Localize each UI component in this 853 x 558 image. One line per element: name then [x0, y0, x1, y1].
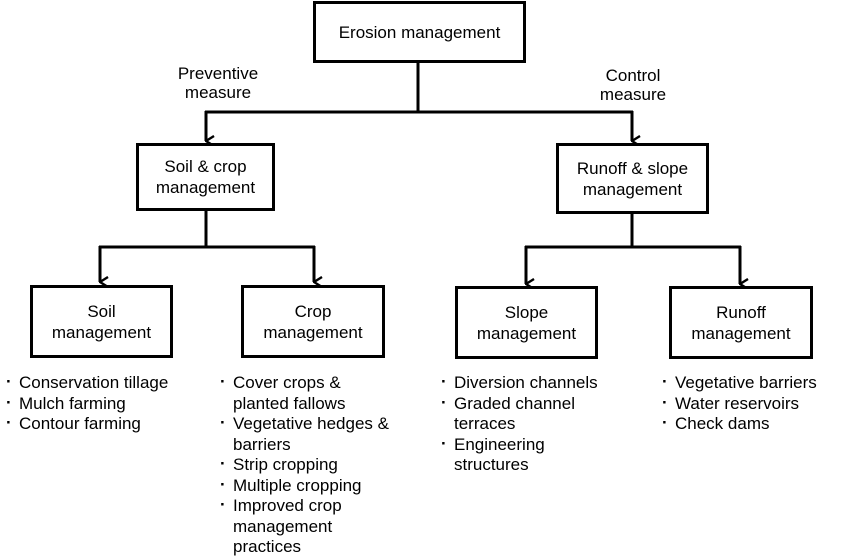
list-item: Vegetative barriers	[662, 372, 852, 394]
node-crop-management: Crop management	[241, 285, 385, 358]
edge-label-preventive: Preventive measure	[177, 64, 259, 102]
list-item: Strip cropping	[220, 454, 415, 476]
list-item: Cover crops & planted fallows	[220, 372, 383, 414]
list-item: Engineering structures	[441, 434, 589, 476]
list-slope-management: Diversion channels Graded channel terrac…	[441, 372, 646, 476]
list-item: Improved crop management practices	[220, 495, 383, 558]
node-slope-management: Slope management	[455, 286, 598, 359]
list-item: Check dams	[662, 413, 852, 435]
list-item: Mulch farming	[6, 393, 211, 415]
list-item: Multiple cropping	[220, 475, 415, 497]
edge-label-control: Control measure	[599, 66, 667, 104]
list-soil-management: Conservation tillage Mulch farming Conto…	[6, 372, 211, 435]
list-item: Diversion channels	[441, 372, 646, 394]
node-erosion-management: Erosion management	[313, 1, 526, 63]
list-runoff-management: Vegetative barriers Water reservoirs Che…	[662, 372, 852, 435]
node-soil-crop-management: Soil & crop management	[136, 143, 275, 211]
list-item: Graded channel terraces	[441, 393, 619, 435]
list-item: Conservation tillage	[6, 372, 211, 394]
list-item: Contour farming	[6, 413, 211, 435]
list-crop-management: Cover crops & planted fallows Vegetative…	[220, 372, 418, 558]
list-item: Water reservoirs	[662, 393, 852, 415]
list-item: Vegetative hedges & barriers	[220, 413, 418, 455]
node-runoff-management: Runoff management	[669, 286, 813, 359]
node-runoff-slope-management: Runoff & slope management	[556, 143, 709, 214]
node-soil-management: Soil management	[30, 285, 173, 358]
